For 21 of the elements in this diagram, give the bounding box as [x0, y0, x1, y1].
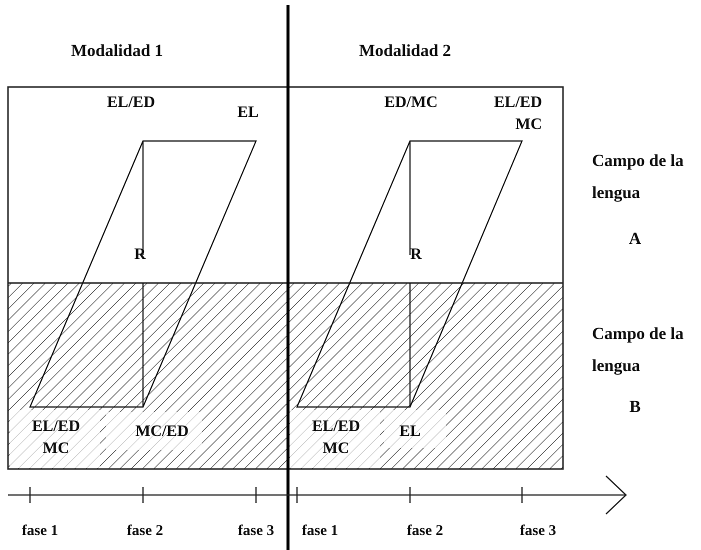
phase-label: EL/ED	[106, 93, 156, 113]
axis-tick-label: fase 2	[406, 522, 444, 541]
axis-tick-label: fase 1	[300, 522, 340, 541]
axis-tick-label: fase 2	[126, 522, 164, 541]
phase-label: EL/ED MC	[492, 93, 542, 135]
section-heading: Modalidad 2	[358, 40, 452, 62]
field-letter: A	[628, 228, 642, 250]
field-label: Campo de la lengua	[592, 323, 685, 377]
phase-label: EL	[398, 422, 422, 442]
phase-label: ED/MC	[383, 93, 439, 113]
phase-label: EL	[236, 103, 260, 123]
axis-tick-label: fase 3	[236, 522, 276, 541]
phase-label: MC/ED	[134, 422, 190, 442]
axis-tick-label: fase 1	[20, 522, 60, 541]
section-heading: Modalidad 1	[70, 40, 164, 62]
phase-label: EL/ED MC	[310, 417, 361, 459]
axis-tick-label: fase 3	[518, 522, 558, 541]
field-letter: B	[628, 396, 642, 418]
field-label: Campo de la lengua	[592, 150, 685, 204]
phase-label: EL/ED MC	[30, 417, 81, 459]
point-label: R	[409, 245, 423, 265]
